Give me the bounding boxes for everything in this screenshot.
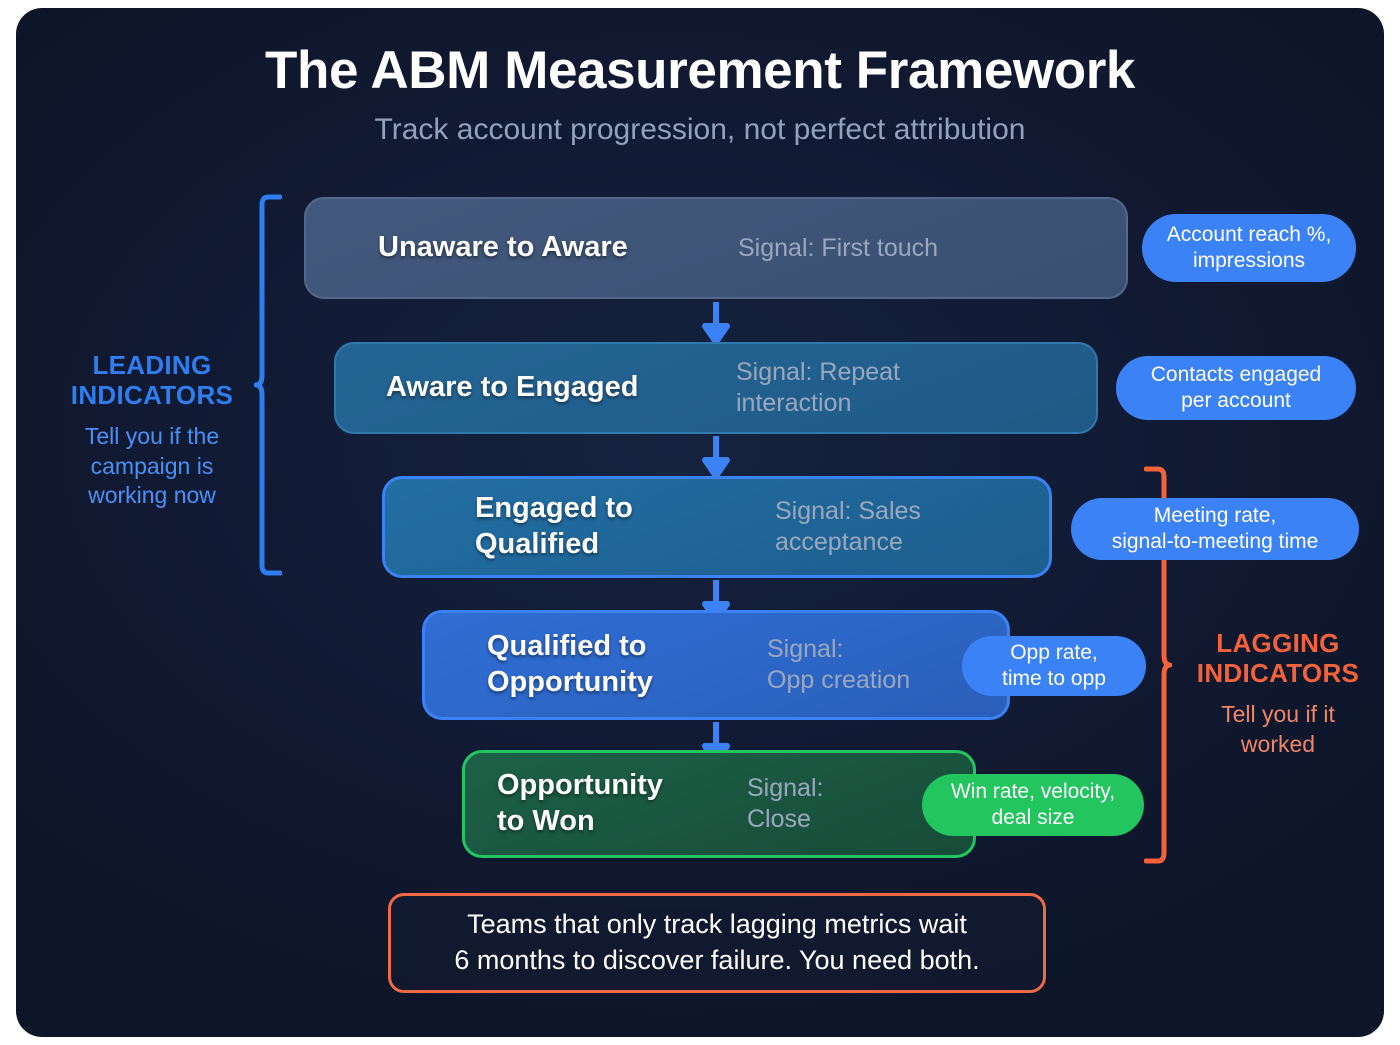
diagram-header: The ABM Measurement Framework Track acco… — [16, 42, 1384, 148]
stage-signal: Signal: Sales acceptance — [775, 497, 921, 556]
stage-aware-to-engaged[interactable]: Aware to Engaged Signal: Repeat interact… — [334, 342, 1098, 434]
metric-pill-label: Meeting rate, signal-to-meeting time — [1111, 504, 1319, 553]
stage-signal: Signal: Opp creation — [767, 635, 911, 694]
metric-pill-label: Opp rate, time to opp — [1002, 641, 1106, 690]
flow-arrow-2 — [701, 436, 731, 479]
stage-title: Aware to Engaged — [386, 371, 639, 404]
stage-title: Engaged to Qualified — [475, 492, 633, 560]
stage-title: Unaware to Aware — [378, 231, 628, 264]
bottom-callout: Teams that only track lagging metrics wa… — [388, 893, 1046, 993]
stage-engaged-to-qualified[interactable]: Engaged to Qualified Signal: Sales accep… — [382, 476, 1052, 578]
metric-pill-win-rate[interactable]: Win rate, velocity, deal size — [922, 774, 1144, 836]
metric-pill-label: Contacts engaged per account — [1150, 363, 1322, 412]
diagram-canvas: The ABM Measurement Framework Track acco… — [16, 8, 1384, 1037]
callout-text: Teams that only track lagging metrics wa… — [454, 909, 980, 975]
stage-signal: Signal: First touch — [738, 233, 939, 262]
lagging-indicators-title: LAGGING INDICATORS — [1196, 628, 1360, 689]
leading-indicators-caption: LEADING INDICATORS Tell you if the campa… — [48, 350, 256, 511]
stage-title: Opportunity to Won — [497, 769, 663, 837]
metric-pill-opp-rate[interactable]: Opp rate, time to opp — [962, 636, 1146, 696]
page-subtitle: Track account progression, not perfect a… — [374, 113, 1026, 147]
metric-pill-contacts-engaged[interactable]: Contacts engaged per account — [1116, 356, 1356, 420]
lagging-indicators-caption: LAGGING INDICATORS Tell you if it worked — [1176, 628, 1380, 759]
stage-signal: Signal: Repeat interaction — [736, 358, 901, 417]
stage-signal: Signal: Close — [747, 774, 824, 833]
leading-bracket — [253, 194, 283, 576]
metric-pill-label: Account reach %, impressions — [1166, 223, 1332, 272]
leading-indicators-title: LEADING INDICATORS — [70, 350, 234, 411]
stage-opportunity-to-won[interactable]: Opportunity to Won Signal: Close — [462, 750, 976, 858]
flow-arrow-1 — [701, 302, 731, 345]
metric-pill-account-reach[interactable]: Account reach %, impressions — [1142, 214, 1356, 282]
lagging-indicators-description: Tell you if it worked — [1221, 701, 1335, 757]
stage-unaware-to-aware[interactable]: Unaware to Aware Signal: First touch — [304, 197, 1128, 299]
leading-indicators-description: Tell you if the campaign is working now — [84, 423, 220, 509]
metric-pill-label: Win rate, velocity, deal size — [950, 780, 1116, 829]
metric-pill-meeting-rate[interactable]: Meeting rate, signal-to-meeting time — [1071, 498, 1359, 560]
stage-title: Qualified to Opportunity — [487, 630, 653, 698]
lagging-bracket — [1143, 466, 1173, 864]
page-title: The ABM Measurement Framework — [265, 41, 1135, 100]
stage-qualified-to-opportunity[interactable]: Qualified to Opportunity Signal: Opp cre… — [422, 610, 1010, 720]
